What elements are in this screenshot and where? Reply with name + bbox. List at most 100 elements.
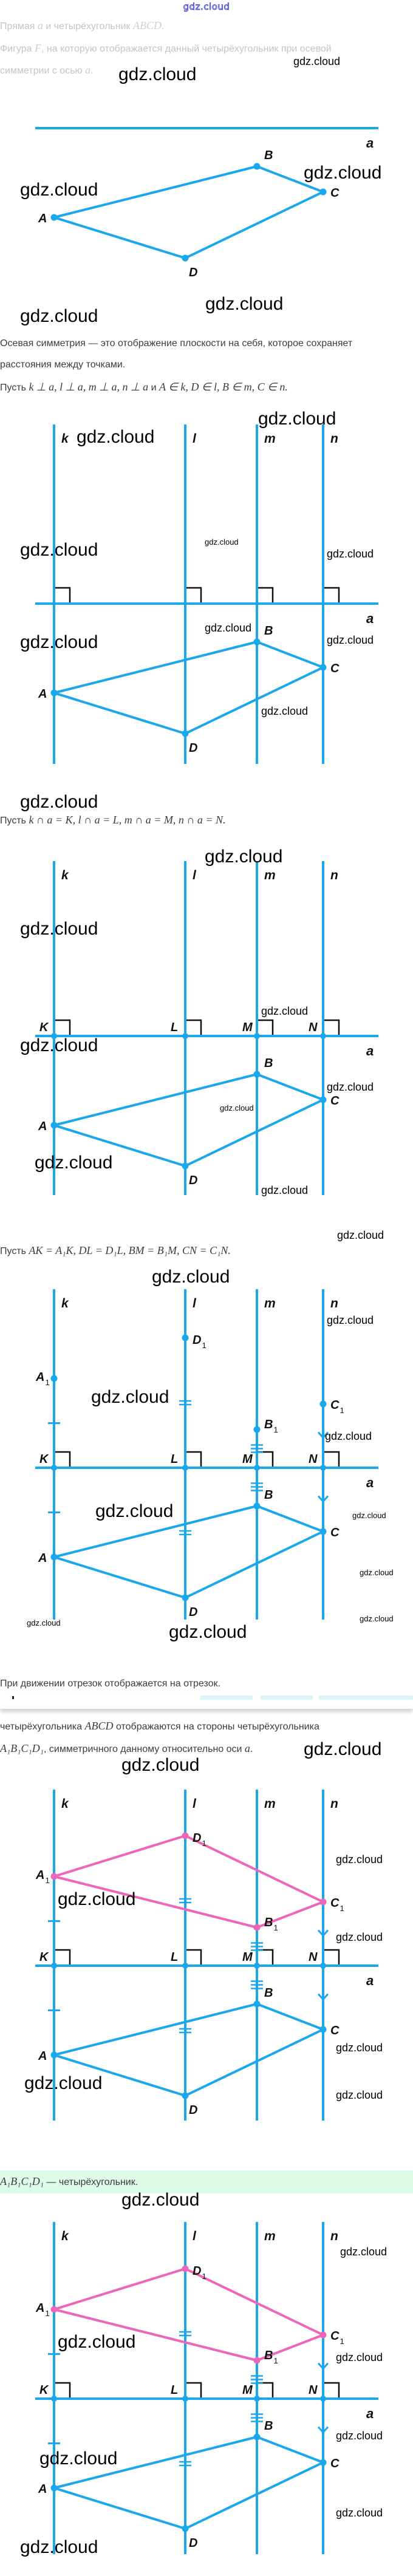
vertex-point-A [50, 1122, 58, 1129]
image-label-C1-subscript: 1 [340, 1904, 344, 1913]
vertex-label-C: C [330, 1094, 340, 1108]
right-angle-mark [324, 587, 340, 604]
text-run: Фигура [0, 44, 35, 54]
watermark: gdz.cloud [20, 792, 98, 812]
vertex-label-A-main: A [38, 1552, 47, 1565]
foot-label-L: L [171, 2383, 178, 2397]
vertex-point-C [319, 2459, 327, 2466]
math-expression: k ∩ a = K, l ∩ a = L, m ∩ a = M, n ∩ a =… [29, 814, 226, 826]
math-expression: A₁B₁C₁D₁ [0, 2175, 44, 2187]
vertex-label-A: A [38, 2482, 47, 2496]
paragraph-p7: Пусть k ∩ a = K, l ∩ a = L, m ∩ a = M, n… [0, 814, 226, 827]
text-run: симметрии с осью [0, 66, 85, 76]
vertex-label-D-main: D [189, 1606, 197, 1619]
foot-point [182, 2396, 188, 2402]
vertex-label-C: C [330, 662, 340, 675]
right-angle-mark [258, 587, 274, 604]
vertex-point-D [182, 1162, 189, 1170]
watermark: gdz.cloud [95, 1501, 174, 1521]
foot-point [182, 1033, 188, 1039]
image-point-A1 [50, 2306, 58, 2313]
vertex-label-A: A [38, 687, 47, 701]
right-angle-mark [258, 1949, 274, 1966]
foot-label-K: K [39, 1021, 49, 1034]
image-label-A1-subscript: 1 [45, 1378, 49, 1387]
image-label-B1: B1 [264, 1418, 278, 1434]
image-label-D1: D1 [193, 1334, 206, 1350]
text-run: . [250, 1744, 253, 1754]
line-label-m: m [264, 2229, 276, 2243]
text-run: , симметричного данному относительно оси [44, 1744, 245, 1754]
line-label-n: n [330, 432, 338, 446]
image-label-B1-main: B [264, 1916, 273, 1929]
watermark: gdz.cloud [77, 427, 155, 447]
axis-label: a [366, 2406, 374, 2421]
watermark: gdz.cloud [20, 540, 98, 560]
foot-point [51, 2396, 57, 2402]
tick-chevron [317, 1929, 329, 1937]
watermark: gdz.cloud [27, 1618, 61, 1627]
site-title[interactable]: gdz.cloud [183, 1, 230, 13]
foot-label-K-main: K [39, 1021, 49, 1034]
math-expression: a [84, 64, 90, 76]
vertex-label-D: D [189, 2537, 197, 2550]
watermark: gdz.cloud [91, 1387, 169, 1407]
image-point-D1 [182, 1832, 189, 1839]
watermark: gdz.cloud [336, 2351, 383, 2363]
vertex-point-C [319, 1096, 327, 1103]
paragraph-p1: Прямая a и четырёхугольник ABCD. [0, 19, 164, 33]
foot-label-N-main: N [309, 2383, 318, 2397]
vertex-point-B [253, 2000, 261, 2008]
foot-point [320, 1033, 326, 1039]
watermark: gdz.cloud [336, 2042, 383, 2054]
vertex-label-D-main: D [189, 1174, 197, 1187]
vertex-label-D-main: D [189, 2104, 197, 2117]
text-run: , на которую отображается данный четырёх… [41, 44, 332, 54]
watermark: gdz.cloud [58, 2332, 136, 2352]
watermark: gdz.cloud [304, 1739, 382, 1759]
foot-point [320, 1465, 326, 1471]
line-label-n-main: n [330, 1797, 338, 1811]
line-label-n: n [330, 1297, 338, 1310]
axis-label: a [366, 1973, 374, 1988]
foot-label-N: N [309, 1021, 318, 1034]
right-angle-mark [186, 1451, 202, 1468]
right-angle-mark [55, 2382, 71, 2399]
foot-label-L: L [171, 1951, 178, 1964]
vertex-label-A: A [38, 1120, 47, 1133]
watermark: gdz.cloud [20, 2537, 98, 2557]
foot-label-N: N [309, 1453, 318, 1466]
vertex-label-C-main: C [330, 2024, 340, 2037]
watermark: gdz.cloud [336, 2089, 383, 2101]
foot-label-K: K [39, 1951, 49, 1964]
foot-point [51, 1963, 57, 1969]
image-label-D1-subscript: 1 [202, 2272, 206, 2281]
line-label-k-main: k [61, 868, 69, 882]
line-label-m-main: m [264, 868, 276, 882]
watermark: gdz.cloud [205, 847, 283, 867]
vertex-point-D [182, 1594, 189, 1601]
right-angle-mark [324, 2382, 340, 2399]
vertex-label-B-main: B [264, 2419, 273, 2433]
image-label-B1-subscript: 1 [273, 2356, 278, 2365]
right-angle-mark [55, 1451, 71, 1468]
vertex-label-A-main: A [38, 1120, 47, 1133]
image-label-C1: C1 [330, 2329, 344, 2346]
paragraph-p12: A₁B₁C₁D₁ — четырёхугольник. [0, 2175, 138, 2189]
line-label-m-main: m [264, 1297, 276, 1310]
paragraph-p9: При движении отрезок отображается на отр… [0, 1678, 220, 1690]
watermark: gdz.cloud [118, 64, 197, 84]
vertex-label-C: C [330, 2024, 340, 2037]
watermark: gdz.cloud [360, 1614, 394, 1623]
vertex-label-C-main: C [330, 186, 340, 200]
watermark: gdz.cloud [169, 1622, 247, 1642]
vertex-point-A [50, 2484, 58, 2492]
conclusion-highlight [0, 2170, 413, 2193]
axis-label-main: a [366, 1973, 374, 1988]
foot-label-M: M [242, 1453, 253, 1466]
quadrilateral-ABCD [53, 1505, 324, 1599]
vertex-label-A: A [38, 1552, 47, 1565]
image-label-D1-subscript: 1 [202, 1341, 206, 1350]
foot-label-K-main: K [39, 2383, 49, 2397]
watermark: gdz.cloud [58, 1889, 136, 1909]
